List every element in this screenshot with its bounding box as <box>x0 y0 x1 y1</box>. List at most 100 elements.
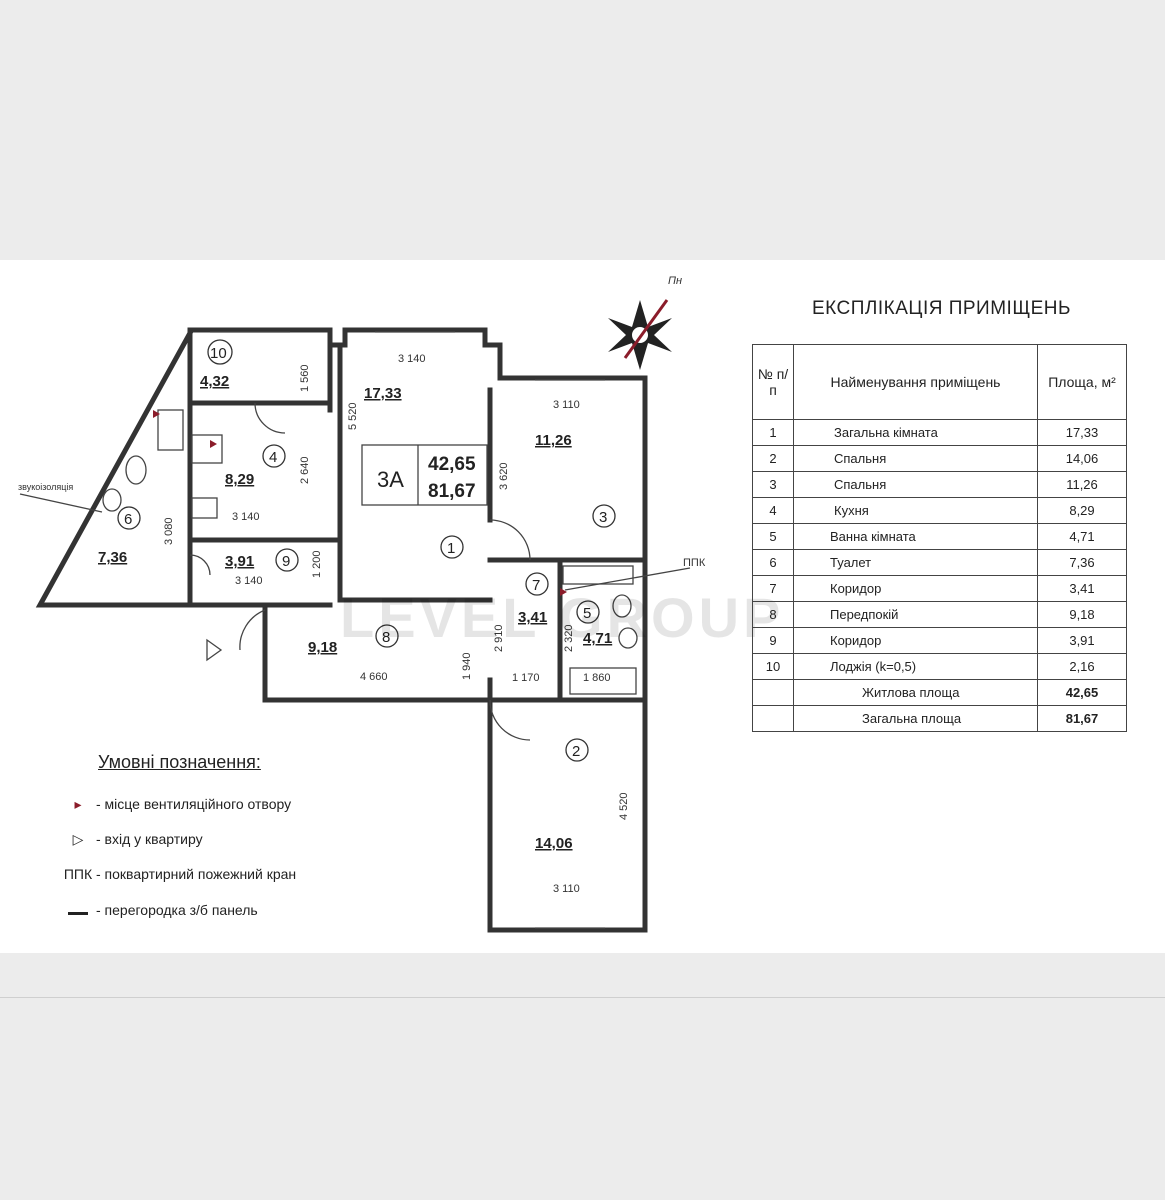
kitchen-stove <box>191 434 223 464</box>
room-area-8: 9,18 <box>308 639 337 656</box>
partition-icon: ▬▬ <box>68 907 88 918</box>
svg-text:10: 10 <box>210 345 227 362</box>
vent-icon <box>560 588 567 596</box>
explication-title: ЕКСПЛІКАЦІЯ ПРИМІЩЕНЬ <box>812 298 1071 319</box>
room-marker-3: 3 <box>592 504 616 528</box>
room-marker-8: 8 <box>375 624 399 648</box>
header-name: Найменування приміщень <box>793 344 1038 420</box>
vent-icon <box>153 410 160 418</box>
dim-bedroom3-depth: 3 620 <box>498 462 510 490</box>
svg-text:7: 7 <box>532 577 540 594</box>
door-bedroom3 <box>489 519 531 561</box>
dim-corridor7-width: 1 170 <box>512 672 540 684</box>
dim-living-width: 3 140 <box>398 353 426 365</box>
dim-bedroom2-width: 3 110 <box>553 883 580 895</box>
room-marker-10: 10 <box>207 339 233 365</box>
bath-washer <box>569 667 637 695</box>
door-bedroom2 <box>489 699 531 741</box>
vent-icon: ▸ <box>74 796 82 812</box>
room-area-2: 14,06 <box>535 835 573 852</box>
svg-text:8: 8 <box>382 629 390 646</box>
svg-text:9: 9 <box>282 553 290 570</box>
svg-text:3: 3 <box>599 509 607 526</box>
room-area-10: 4,32 <box>200 373 229 390</box>
room-area-6: 7,36 <box>98 549 127 566</box>
soundproof-leader <box>19 493 103 513</box>
dim-kitchen-width: 3 140 <box>232 511 260 523</box>
room-area-7: 3,41 <box>518 609 547 626</box>
room-area-3: 11,26 <box>535 432 572 449</box>
legend-item-ppk: ППК- поквартирний пожежний кран <box>63 866 297 882</box>
room-area-5: 4,71 <box>583 630 612 647</box>
wc-cistern <box>157 409 184 451</box>
dim-wc-depth: 3 080 <box>163 517 175 545</box>
compass-icon <box>608 299 672 370</box>
ppk-label: ППК <box>683 557 706 569</box>
table-header: № п/п Найменування приміщень Площа, м² <box>752 344 1127 420</box>
dim-kitchen-depth: 2 640 <box>299 456 311 484</box>
north-label: Пн <box>668 275 682 287</box>
dim-living-depth: 5 520 <box>347 402 359 430</box>
loggia-wall <box>35 329 194 608</box>
bath-toilet <box>612 594 632 618</box>
svg-text:4: 4 <box>269 449 277 466</box>
dim-corridor9-depth: 1 200 <box>311 550 323 578</box>
wc-bowl <box>125 455 147 485</box>
svg-text:6: 6 <box>124 511 132 528</box>
bath-sink <box>618 627 638 649</box>
legend-item-partition: ▬▬- перегородка з/б панель <box>60 902 258 918</box>
header-area: Площа, м² <box>1037 344 1127 420</box>
room-marker-4: 4 <box>262 444 286 468</box>
room-area-4: 8,29 <box>225 471 254 488</box>
svg-text:5: 5 <box>583 605 591 622</box>
bottom-divider <box>0 997 1165 998</box>
wall-corridor <box>262 602 493 703</box>
explication-table: № п/п Найменування приміщень Площа, м² 1… <box>752 344 1127 732</box>
door-wc <box>189 554 211 576</box>
dim-bath-width: 1 860 <box>583 672 611 684</box>
legend-title: Умовні позначення: <box>98 752 261 772</box>
entrance-icon: ▷ <box>72 831 84 847</box>
door-entrance <box>239 609 266 651</box>
legend-item-vent: ▸- місце вентиляційного отвору <box>60 796 291 813</box>
room-marker-6: 6 <box>117 506 141 530</box>
dim-corridor7-depth: 2 910 <box>493 624 505 652</box>
vent-icon <box>210 440 217 448</box>
ppk-leader <box>564 567 691 591</box>
door-kitchen <box>254 402 286 434</box>
dim-bath-depth: 2 320 <box>563 624 575 652</box>
wall-top-right <box>327 327 648 933</box>
dim-hall-depth: 1 940 <box>461 652 473 680</box>
room-area-1: 17,33 <box>364 385 402 402</box>
apartment-total-area: 81,67 <box>428 481 476 502</box>
room-marker-1: 1 <box>440 535 464 559</box>
dim-loggia-depth: 1 560 <box>299 364 311 392</box>
room-marker-5: 5 <box>576 600 600 624</box>
soundproof-label: звукоізоляція <box>18 482 73 492</box>
room-marker-2: 2 <box>565 738 589 762</box>
dim-bedroom3-width: 3 110 <box>553 399 580 411</box>
dim-bedroom2-depth: 4 520 <box>618 792 630 820</box>
room-area-9: 3,91 <box>225 553 254 570</box>
apartment-type: 3А <box>377 467 404 492</box>
apartment-living-area: 42,65 <box>428 454 476 475</box>
entrance-icon <box>206 638 223 662</box>
dim-hall-width: 4 660 <box>360 671 388 683</box>
header-no: № п/п <box>752 344 794 420</box>
apartment-box <box>361 444 488 506</box>
legend-item-entrance: ▷- вхід у квартиру <box>60 831 203 848</box>
bath-tub <box>562 565 634 585</box>
svg-text:2: 2 <box>572 743 580 760</box>
room-marker-7: 7 <box>525 572 549 596</box>
